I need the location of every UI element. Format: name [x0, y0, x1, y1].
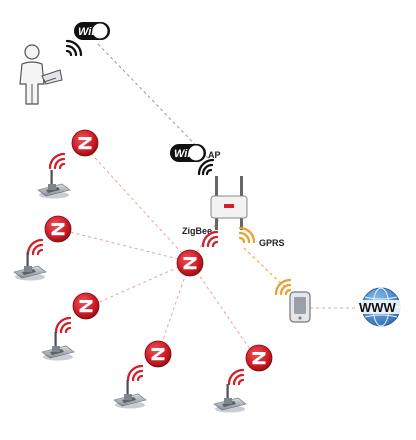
zigbee-sensor-node-icon [113, 379, 147, 409]
user-signal-waves-icon [65, 39, 83, 57]
access-point-router-icon [210, 176, 248, 230]
gprs-signal-waves-icon [274, 278, 292, 296]
ap-gprs-signal-icon [238, 226, 256, 244]
signal-waves-icon [26, 238, 44, 256]
wifi-ap-logo-label: WiFi [174, 148, 198, 160]
ap-signal-waves-icon [197, 158, 215, 176]
zigbee-coordinator-icon [176, 249, 204, 277]
wifi-link [97, 43, 211, 161]
zigbee-sensor-node-icon [213, 383, 247, 413]
signal-waves-icon [126, 364, 144, 382]
wifi-logo-label: WiFi [78, 26, 102, 38]
zigbee-sensor-node-icon [37, 169, 71, 199]
signal-waves-icon [227, 368, 245, 386]
zigbee-node-2 [13, 215, 72, 281]
zigbee-logo-icon [44, 215, 72, 243]
globe-icon: WWW [357, 287, 405, 327]
zigbee-sensor-node-icon [41, 331, 75, 361]
gprs-label: GPRS [259, 238, 285, 248]
zigbee-link-5 [189, 261, 257, 359]
zigbee-link-3 [85, 261, 191, 309]
wifi-logo-icon: WiFi [74, 22, 110, 40]
zigbee-node-1 [37, 129, 99, 199]
zigbee-label: ZigBee [182, 226, 212, 236]
user-with-laptop-icon [19, 44, 63, 105]
signal-waves-icon [54, 316, 72, 334]
zigbee-link-1 [84, 146, 191, 263]
www-label: WWW [359, 300, 397, 315]
signal-waves-icon [48, 152, 66, 170]
zigbee-logo-icon [245, 344, 273, 372]
ap-zigbee-signal-icon [201, 230, 219, 248]
gprs-modem-icon [289, 291, 311, 323]
ap-label: AP [208, 150, 221, 160]
zigbee-node-3 [41, 292, 100, 361]
zigbee-link-4 [157, 261, 191, 355]
zigbee-logo-icon [144, 340, 172, 368]
zigbee-sensor-node-icon [13, 251, 47, 281]
zigbee-node-4 [113, 340, 172, 409]
zigbee-logo-icon [72, 292, 100, 320]
zigbee-logo-icon [71, 129, 99, 157]
wifi-ap-logo-icon: WiFi [170, 144, 206, 162]
zigbee-link-2 [61, 229, 191, 263]
zigbee-node-5 [213, 344, 273, 413]
